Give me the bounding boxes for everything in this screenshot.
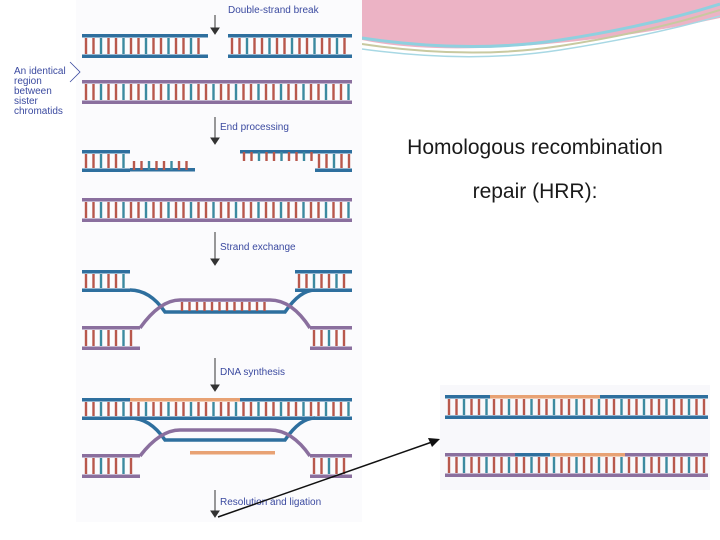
synthesis-sister-right-bottom-strand <box>310 474 352 478</box>
result-top-duplex-bottom-strand <box>445 415 708 419</box>
broken-duplex-left-bottom-strand <box>82 54 208 58</box>
result-new-dna-top <box>490 395 600 399</box>
sister-duplex-2-bottom-strand <box>82 218 352 222</box>
result-bottom-duplex-bottom-strand <box>445 473 708 477</box>
svg-text:chromatids: chromatids <box>14 106 63 117</box>
synthesis-new-dna-top <box>130 398 240 402</box>
svg-text:between: between <box>14 86 52 97</box>
exchange-sister-right-bottom-strand <box>310 346 352 350</box>
title-line-2: repair (HRR): <box>472 180 598 203</box>
pointer-arrow <box>217 438 440 518</box>
processed-left-ds-top-strand <box>82 150 130 154</box>
synthesis-sister-left-bottom-strand <box>82 474 140 478</box>
processed-right-ds-top-strand <box>315 150 352 154</box>
exchange-sister-left-top-strand <box>82 326 140 330</box>
synthesis-sister-right-top-strand <box>310 454 352 458</box>
step-label-end-processing: End processing <box>220 122 289 133</box>
sister-chromatid-label: An identical region between sister chrom… <box>14 61 81 117</box>
sister-duplex-top-strand <box>82 80 352 84</box>
exchange-right-ds-bottom-strand <box>295 288 352 292</box>
step-arrows <box>210 15 220 518</box>
step-label-double-strand-break: Double-strand break <box>228 5 320 16</box>
dna-strands <box>82 34 710 490</box>
processed-right-ds-bottom-strand <box>315 168 352 172</box>
diagram-panel <box>76 0 362 522</box>
synthesis-crossover-a <box>129 416 316 442</box>
result-panel <box>440 385 710 490</box>
processed-left-ds-bottom-strand <box>82 168 130 172</box>
processed-right-overhang-strand <box>240 150 315 154</box>
title-line-1: Homologous recombination <box>407 136 663 159</box>
slide-title: Homologous recombination repair (HRR): <box>370 126 700 214</box>
exchange-right-ds-top-strand <box>295 270 352 274</box>
decorative-banner <box>361 0 720 58</box>
exchange-sister-right-top-strand <box>310 326 352 330</box>
svg-text:An identical: An identical <box>14 66 66 77</box>
broken-duplex-left-top-strand <box>82 34 208 38</box>
synthesis-crossover-b <box>138 428 312 458</box>
synthesis-new-dna-bottom <box>190 451 275 455</box>
invading-strand <box>129 288 316 314</box>
synthesis-top-duplex-bottom-strand <box>82 416 352 420</box>
exchange-sister-left-bottom-strand <box>82 346 140 350</box>
processed-left-overhang-strand <box>130 168 195 172</box>
exchange-left-ds-top-strand <box>82 270 130 274</box>
step-label-strand-exchange: Strand exchange <box>220 242 296 253</box>
broken-duplex-right-top-strand <box>228 34 352 38</box>
step-label-resolution-ligation: Resolution and ligation <box>220 497 321 508</box>
result-new-dna-bottom <box>550 453 625 457</box>
synthesis-sister-left-top-strand <box>82 454 140 458</box>
svg-text:sister: sister <box>14 96 39 107</box>
step-label-dna-synthesis: DNA synthesis <box>220 367 285 378</box>
sister-duplex-2-top-strand <box>82 198 352 202</box>
svg-text:region: region <box>14 76 42 87</box>
exchange-left-ds-bottom-strand <box>82 288 130 292</box>
displaced-loop <box>138 298 312 330</box>
sister-duplex-bottom-strand <box>82 100 352 104</box>
result-exchanged-segment <box>515 453 550 457</box>
broken-duplex-right-bottom-strand <box>228 54 352 58</box>
